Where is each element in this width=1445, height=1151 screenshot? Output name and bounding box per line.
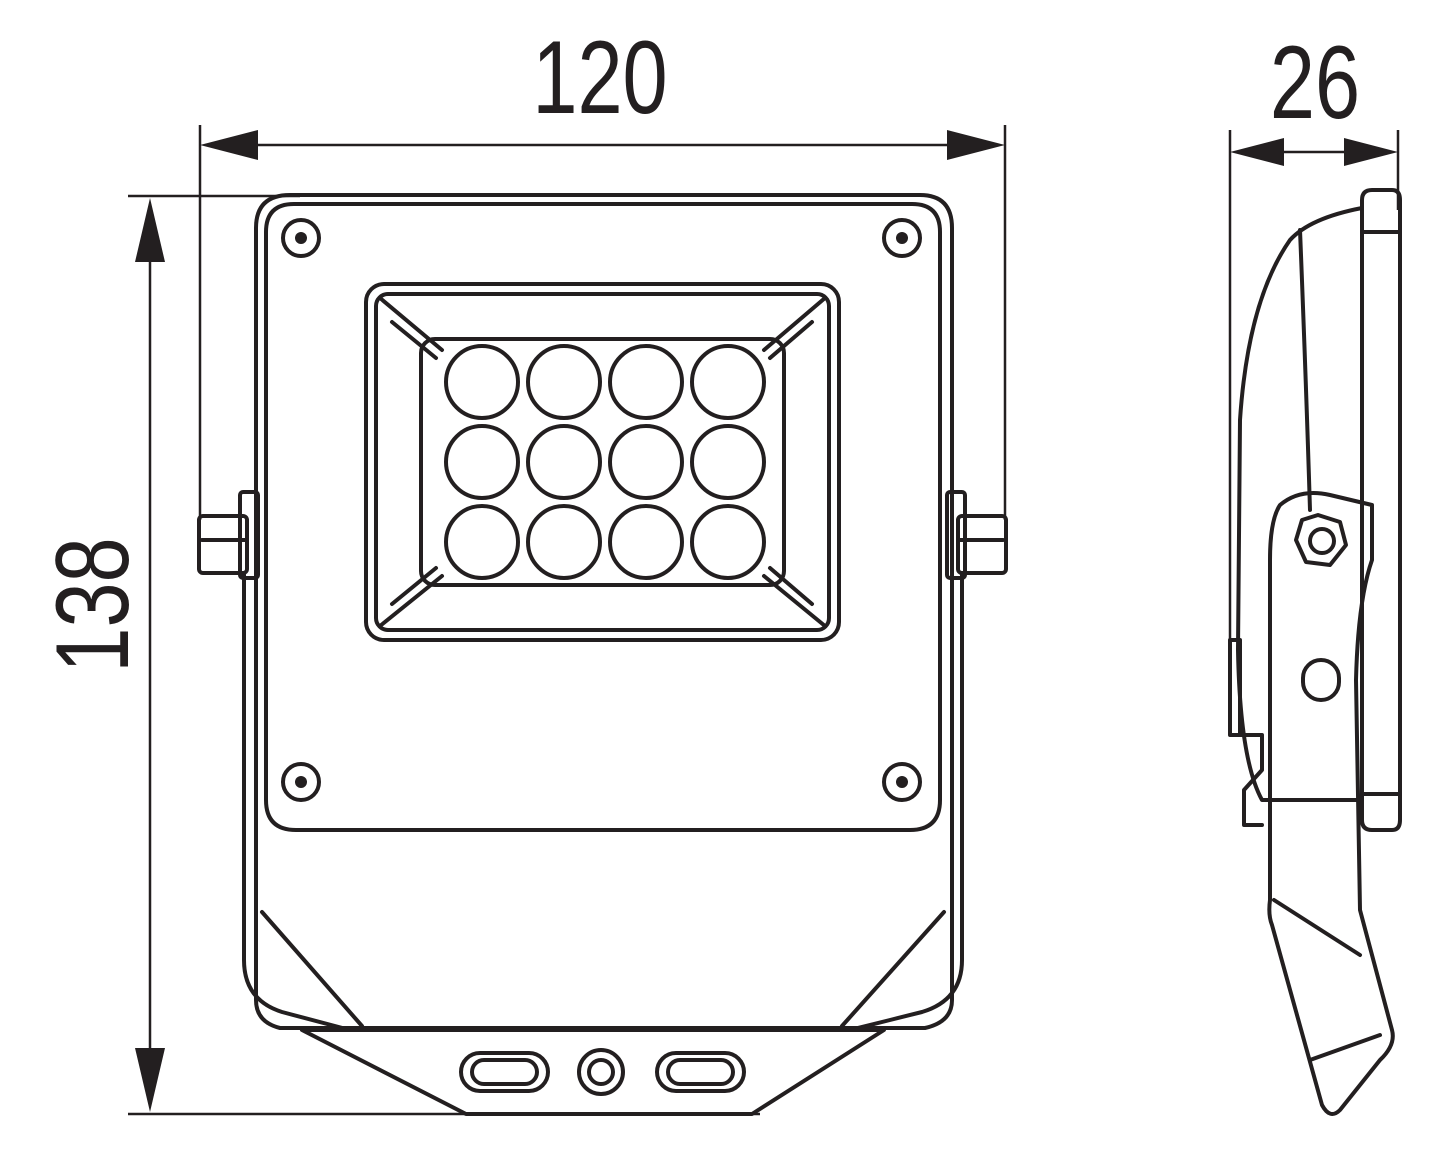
led-r1-c2 xyxy=(526,344,602,420)
housing-outline xyxy=(254,193,954,1030)
led-r3-c3 xyxy=(608,504,684,580)
width-label: 120 xyxy=(532,19,667,135)
height-dimension: 138 xyxy=(34,194,760,1116)
side-housing xyxy=(1236,206,1364,802)
cable-slot-left xyxy=(459,1051,550,1093)
led-r1-c3 xyxy=(608,344,684,420)
cable-entry xyxy=(300,1028,886,1116)
width-arrow-right xyxy=(947,130,1005,160)
screw-top-right-icon xyxy=(882,218,922,258)
side-pivot-hole-icon xyxy=(1301,658,1341,702)
led-r3-c2 xyxy=(526,504,602,580)
side-rear-tab xyxy=(1228,638,1242,737)
front-panel xyxy=(264,202,942,832)
led-r2-c4 xyxy=(690,424,766,500)
depth-arrow-right xyxy=(1344,138,1398,166)
height-label: 138 xyxy=(34,537,150,672)
led-r2-c2 xyxy=(526,424,602,500)
width-dimension: 120 xyxy=(198,19,1007,520)
led-r1-c4 xyxy=(690,344,766,420)
housing-lower-detail xyxy=(260,910,946,1028)
led-frame xyxy=(364,282,841,642)
led-r2-c3 xyxy=(608,424,684,500)
mount-knob-right xyxy=(945,490,1008,580)
front-view: 120 138 xyxy=(34,19,1008,1116)
width-arrow-left xyxy=(200,130,258,160)
side-view: 26 xyxy=(1228,24,1402,1116)
screw-top-left-icon xyxy=(281,218,321,258)
led-r3-c1 xyxy=(444,504,520,580)
side-bolt-icon xyxy=(1294,513,1348,567)
cable-slot-inner-left xyxy=(470,1058,539,1086)
led-array xyxy=(444,344,766,580)
led-r1-c1 xyxy=(444,344,520,420)
screw-bottom-right-icon xyxy=(882,762,922,802)
height-arrow-top xyxy=(135,198,165,262)
cable-slot-inner-right xyxy=(666,1058,735,1086)
led-r3-c4 xyxy=(690,504,766,580)
depth-label: 26 xyxy=(1270,24,1360,140)
height-arrow-bottom xyxy=(135,1048,165,1112)
depth-dimension: 26 xyxy=(1228,24,1400,650)
side-front-plate xyxy=(1360,188,1402,832)
cable-slot-right xyxy=(655,1051,746,1093)
depth-arrow-left xyxy=(1230,138,1284,166)
mount-bracket xyxy=(242,573,964,1032)
screw-bottom-left-icon xyxy=(281,762,321,802)
side-mount-arm xyxy=(1267,491,1395,1116)
mount-knob-left xyxy=(197,490,260,580)
led-r2-c1 xyxy=(444,424,520,500)
cable-hole-center xyxy=(577,1048,625,1096)
